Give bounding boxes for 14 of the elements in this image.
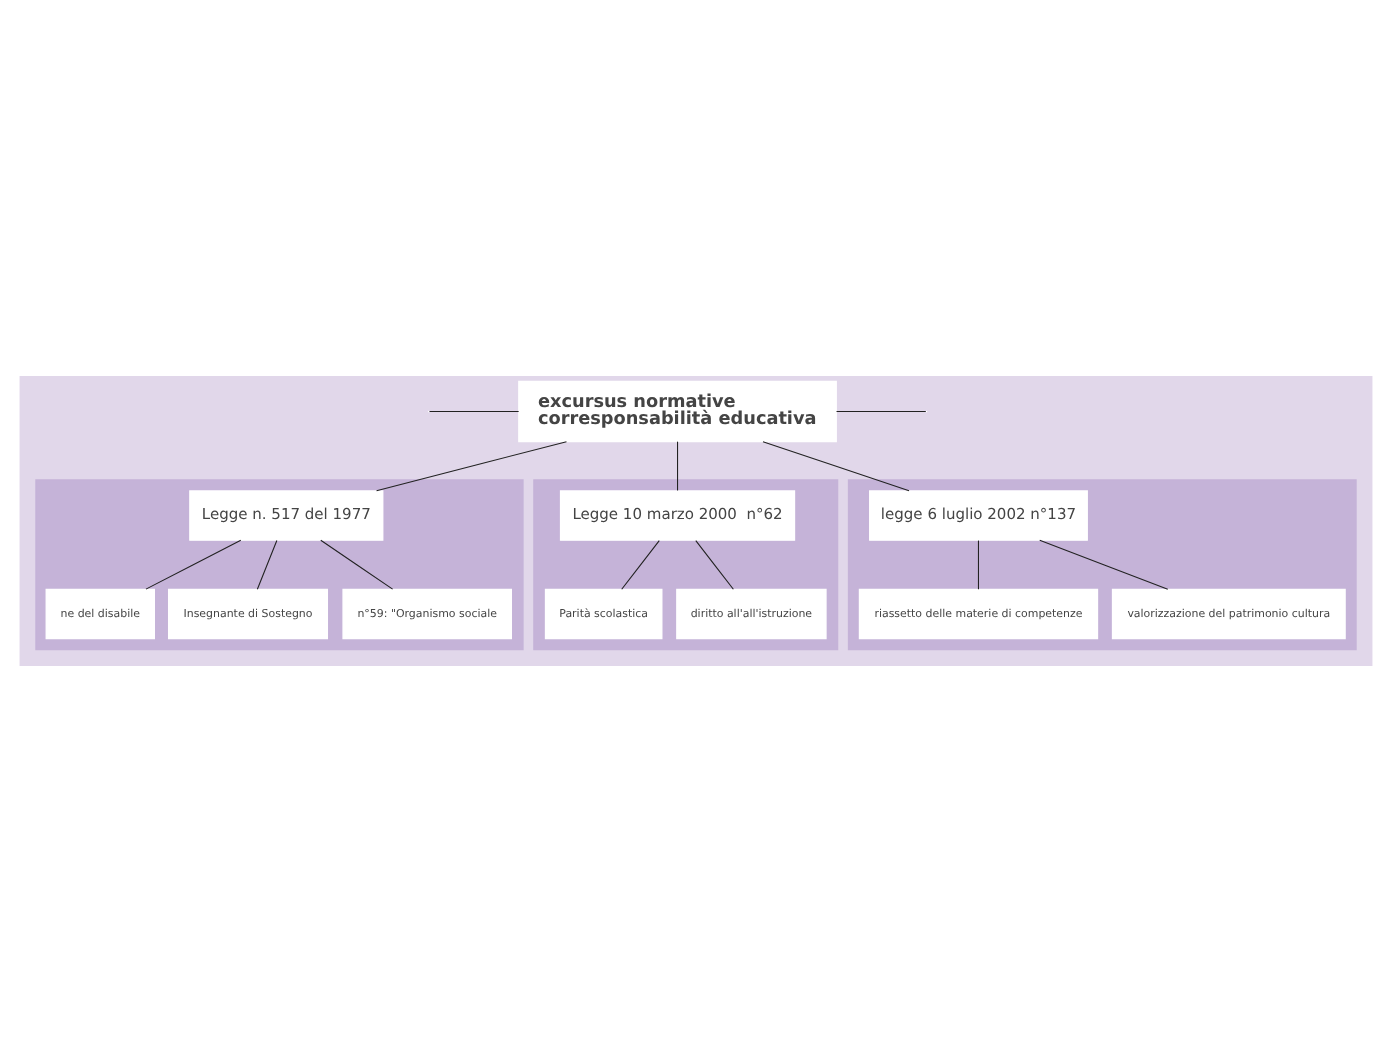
connector xyxy=(145,538,242,589)
connector xyxy=(977,539,980,589)
connector xyxy=(621,539,660,589)
node-box: excursus normative corresponsabilità educativa xyxy=(518,379,837,442)
cluster xyxy=(847,478,1357,650)
connector xyxy=(256,539,278,589)
cluster xyxy=(35,478,524,650)
connector xyxy=(1039,538,1169,589)
connector xyxy=(376,440,567,491)
cluster xyxy=(533,478,839,650)
connector xyxy=(695,539,734,589)
connector xyxy=(320,538,394,589)
connector xyxy=(762,440,910,491)
connector xyxy=(677,440,679,491)
